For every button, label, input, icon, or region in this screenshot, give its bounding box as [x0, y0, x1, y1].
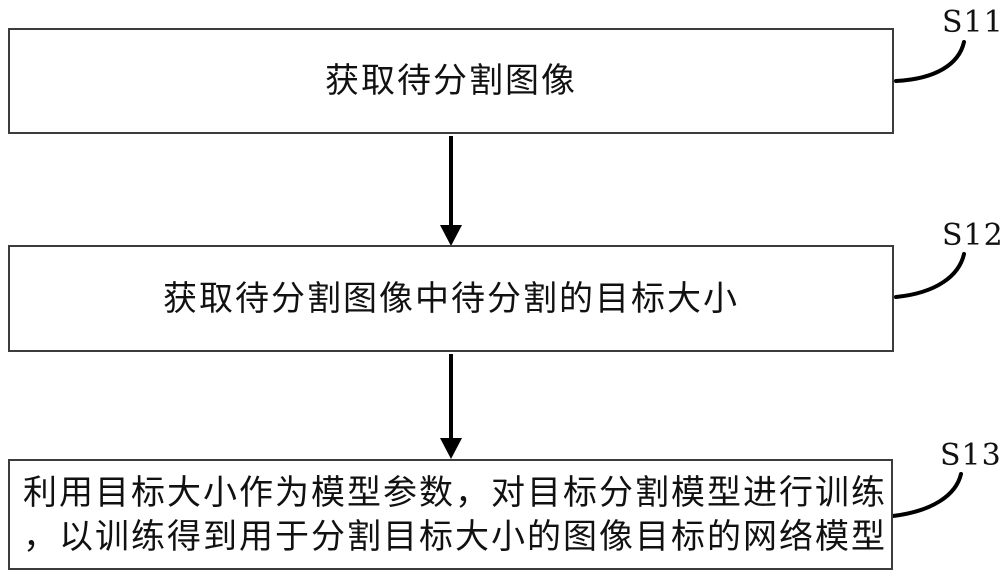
leader-curve-s12 [894, 252, 966, 299]
step-box-s12: 获取待分割图像中待分割的目标大小 [8, 245, 894, 352]
step-text-s11: 获取待分割图像 [325, 61, 577, 101]
arrow-head-2 [440, 438, 462, 459]
step-text-s13-line2: ，以训练得到用于分割目标大小的图像目标的网络模型 [23, 516, 887, 557]
leader-curve-s13 [891, 472, 963, 518]
step-tag-s11: S11 [942, 5, 1000, 40]
step-text-s12: 获取待分割图像中待分割的目标大小 [163, 278, 739, 319]
step-tag-s13: S13 [940, 438, 1000, 473]
step-box-s13: 利用目标大小作为模型参数，对目标分割模型进行训练 ，以训练得到用于分割目标大小的… [8, 459, 893, 570]
leader-curve-s11 [894, 40, 966, 83]
step-box-s11: 获取待分割图像 [8, 28, 894, 134]
step-text-s13-line1: 利用目标大小作为模型参数，对目标分割模型进行训练 [23, 472, 887, 513]
arrow-head-1 [440, 225, 462, 246]
step-tag-s12: S12 [942, 218, 1000, 253]
